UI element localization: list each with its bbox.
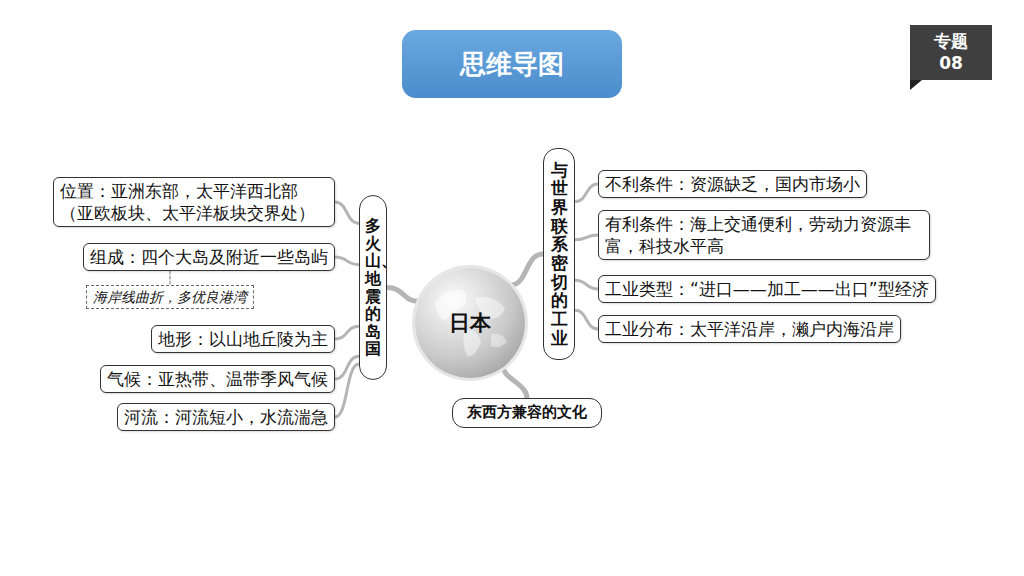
topic-box: 河流：河流短小，水流湍急 (117, 403, 335, 431)
topic-box: 工业分布：太平洋沿岸，濑户内海沿岸 (598, 315, 901, 343)
branch-connector (170, 271, 171, 285)
topic-box: 不利条件：资源缺乏，国内市场小 (598, 170, 867, 198)
branch-connector (575, 310, 598, 329)
topic-box: 有利条件：海上交通便利，劳动力资源丰富，科技水平高 (598, 210, 930, 260)
node-text: 与世界联系密切的工业 (551, 161, 568, 348)
branch-connector (335, 364, 359, 417)
branch-column: 多火山、地震的岛国 (359, 195, 387, 380)
topic-box: 气候：亚热带、温带季风气候 (100, 365, 335, 393)
topic-box: 位置：亚洲东部，太平洋西北部 （亚欧板块、太平洋板块交界处） (53, 177, 335, 227)
node-text: 专题 08 (931, 31, 971, 74)
node-text: 日本 (449, 309, 491, 337)
branch-connector (575, 280, 598, 289)
node-text: 气候：亚热带、温带季风气候 (107, 368, 328, 390)
node-text: 多火山、地震的岛国 (365, 217, 381, 358)
topic-box: 地形：以山地丘陵为主 (151, 325, 335, 353)
title-text: 思维导图 (460, 47, 564, 82)
branch-column: 与世界联系密切的工业 (543, 148, 575, 360)
node-text: 工业分布：太平洋沿岸，濑户内海沿岸 (605, 318, 894, 340)
node-text: 海岸线曲折，多优良港湾 (93, 288, 247, 306)
node-text: 地形：以山地丘陵为主 (158, 328, 328, 350)
topic-box: 组成：四个大岛及附近一些岛屿 (83, 243, 335, 271)
node-text: 组成：四个大岛及附近一些岛屿 (90, 246, 328, 268)
center-globe: 日本 (415, 268, 525, 378)
note-box: 海岸线曲折，多优良港湾 (86, 285, 254, 309)
node-text: 工业类型：“进口——加工——出口”型经济 (605, 278, 929, 300)
node-text: 河流：河流短小，水流湍急 (124, 406, 328, 428)
culture-box: 东西方兼容的文化 (452, 398, 602, 428)
branch-connector (575, 184, 598, 201)
branch-connector (387, 288, 419, 302)
node-text: 东西方兼容的文化 (467, 403, 587, 423)
branch-connector (335, 326, 359, 339)
node-text: 有利条件：海上交通便利，劳动力资源丰富，科技水平高 (605, 213, 923, 257)
topic-tag: 专题 08 (910, 25, 992, 80)
branch-connector (335, 257, 359, 265)
branch-connector (575, 235, 598, 240)
title-banner: 思维导图 (402, 30, 622, 98)
topic-box: 工业类型：“进口——加工——出口”型经济 (598, 275, 936, 303)
tag-fold (910, 80, 922, 90)
node-text: 不利条件：资源缺乏，国内市场小 (605, 173, 860, 195)
node-text: 位置：亚洲东部，太平洋西北部 （亚欧板块、太平洋板块交界处） (60, 180, 328, 224)
branch-connector (503, 367, 527, 398)
branch-connector (510, 254, 543, 285)
branch-connector (335, 202, 359, 223)
